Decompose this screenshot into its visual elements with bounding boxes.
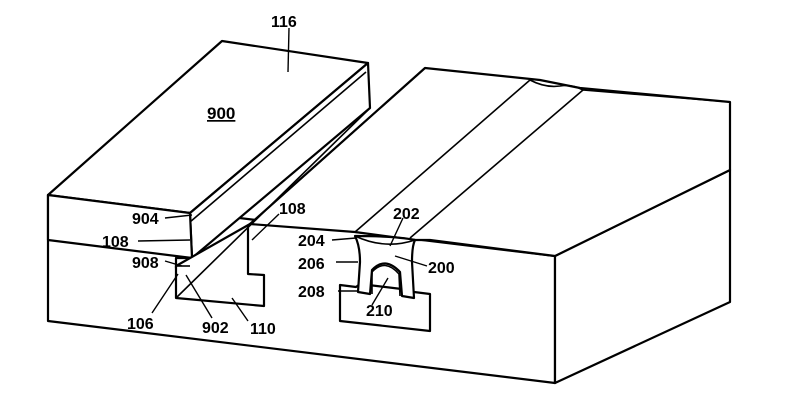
label-106: 106: [127, 316, 154, 333]
label-204: 204: [298, 233, 325, 250]
cavity-210: [371, 264, 401, 297]
label-202: 202: [393, 206, 420, 223]
label-200: 200: [428, 260, 455, 277]
label-116: 116: [271, 14, 297, 31]
ridge-bump: [529, 79, 584, 91]
label-108-right: 108: [279, 201, 306, 218]
label-108-left: 108: [102, 234, 129, 251]
label-206: 206: [298, 256, 325, 273]
ridge-line-2: [409, 89, 584, 239]
right-slab-back-edge: [582, 89, 731, 103]
block-900-rounded-edge: [189, 71, 367, 223]
leader-106: [151, 273, 179, 314]
leader-200: [394, 255, 428, 267]
ridge-line-1: [354, 79, 531, 233]
leader-116: [287, 27, 290, 73]
leader-108-right: [251, 213, 280, 241]
label-904: 904: [132, 211, 159, 228]
element-200-body: [353, 234, 417, 300]
left-block-900: [46, 39, 372, 260]
leader-204: [331, 237, 357, 241]
leader-lines: [137, 27, 428, 322]
label-902: 902: [202, 320, 229, 337]
trench: [174, 67, 426, 308]
label-110: 110: [250, 321, 276, 338]
leader-110: [231, 297, 249, 322]
leader-108-left: [137, 239, 191, 242]
element-200: [338, 234, 432, 333]
leader-908: [164, 260, 183, 267]
label-210: 210: [366, 303, 393, 320]
leader-210: [371, 277, 389, 306]
leader-902: [185, 274, 213, 319]
curve-202: [354, 235, 416, 245]
label-208: 208: [298, 284, 325, 301]
trench-wall-edge: [247, 67, 426, 227]
label-900: 900: [207, 104, 235, 123]
leader-202: [389, 217, 404, 247]
label-908: 908: [132, 255, 159, 272]
leader-904: [164, 214, 193, 219]
reference-labels: 116 900 904 108 908 106 902 110 108 204 …: [102, 14, 455, 338]
